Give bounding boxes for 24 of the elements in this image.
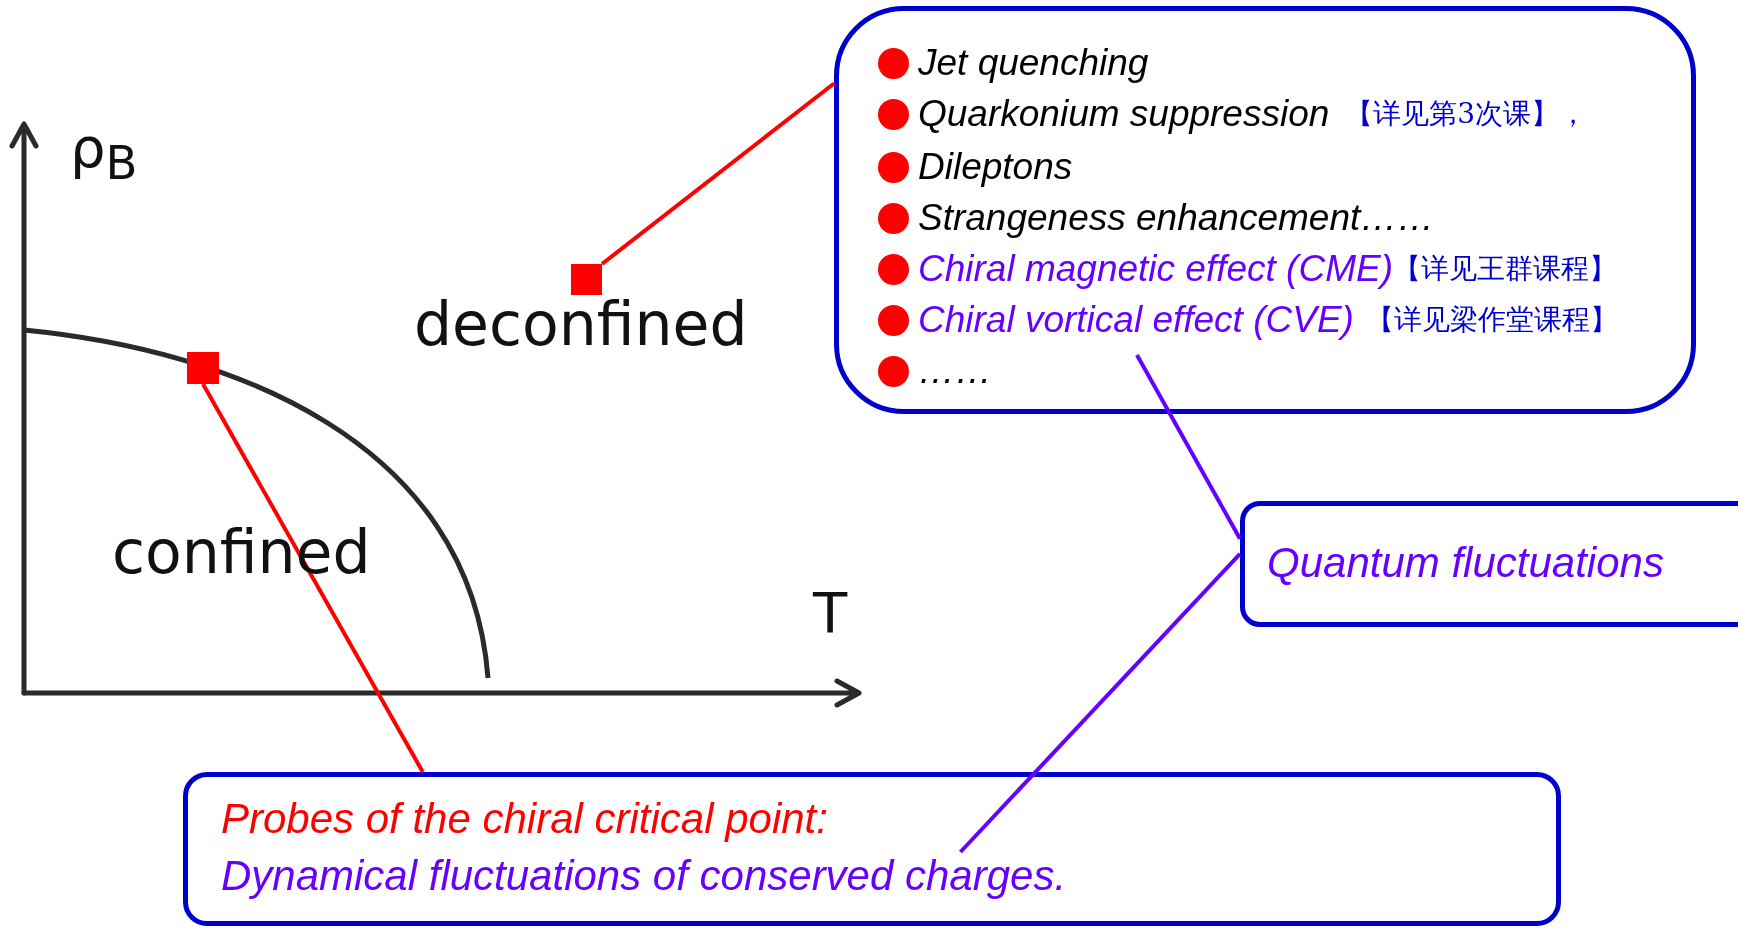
axis-label: ρ$_{B}$: [70, 120, 138, 187]
list-item-text: ……: [918, 350, 992, 392]
reference-note: 【详见王群课程】: [1392, 251, 1617, 287]
box-text: Quantum fluctuations: [1267, 539, 1664, 588]
marker-square: [187, 352, 219, 384]
list-item-text: Dileptons: [918, 146, 1073, 188]
list-item-text: Strangeness enhancement……: [918, 197, 1435, 239]
rounded-box: [834, 6, 1696, 414]
leader-line: [959, 552, 1242, 854]
box-text: Probes of the chiral critical point:: [221, 795, 828, 844]
rounded-box: [1240, 501, 1738, 627]
leader-line: [1135, 354, 1242, 540]
reference-note: 【详见第3次课】，: [1345, 96, 1588, 132]
leader-line: [600, 81, 836, 266]
list-item-text: Chiral vortical effect (CVE): [918, 299, 1354, 341]
reference-note: 【详见梁作堂课程】: [1365, 302, 1618, 338]
list-item-text: Quarkonium suppression: [918, 93, 1330, 135]
axis-label: T: [813, 585, 848, 641]
list-item-text: Chiral magnetic effect (CME): [918, 248, 1393, 290]
box-text: Dynamical fluctuations of conserved charges.: [221, 852, 1067, 901]
marker-square: [571, 264, 602, 295]
list-item-text: Jet quenching: [918, 42, 1149, 84]
rounded-box: [183, 772, 1561, 926]
region-label: deconfined: [414, 294, 748, 354]
